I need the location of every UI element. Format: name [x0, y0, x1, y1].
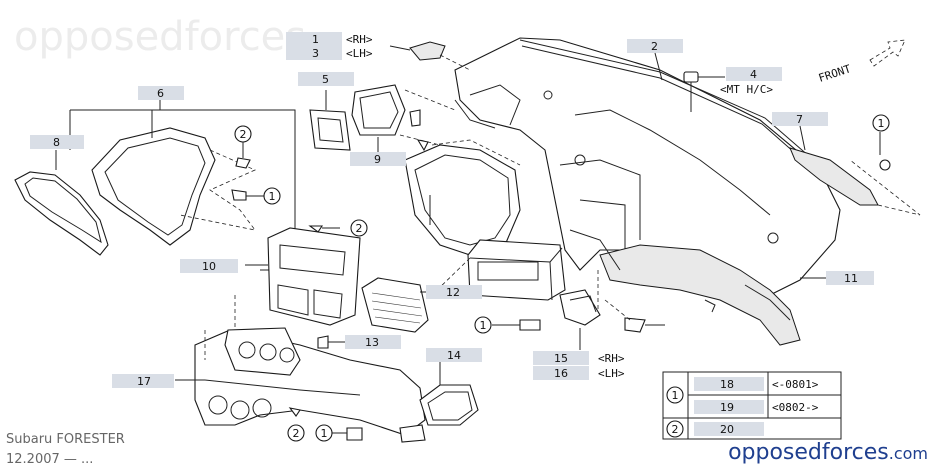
front-label: FRONT	[817, 62, 853, 85]
callout-12: 12	[446, 286, 460, 299]
vent-part-12	[361, 277, 429, 333]
ref-circle-1-lower: 1	[315, 424, 333, 442]
label-14: 14	[426, 348, 482, 362]
callout-3: 3	[312, 47, 319, 60]
callout-10: 10	[202, 260, 216, 273]
legend-range-19: <0802->	[772, 401, 819, 414]
svg-text:1: 1	[269, 190, 276, 203]
heater-control	[224, 327, 301, 376]
callout-4: 4	[750, 68, 757, 81]
legend-part-19: 19	[720, 401, 734, 414]
audio-unit	[467, 239, 566, 301]
label-6: 6	[138, 86, 184, 100]
side-vent-part-14	[419, 384, 479, 426]
legend-part-18: 18	[720, 378, 734, 391]
front-direction-indicator: FRONT	[817, 39, 906, 85]
callout-17: 17	[137, 375, 151, 388]
callout-1: 1	[312, 33, 319, 46]
brand-logo[interactable]: opposedforces.com	[728, 440, 928, 465]
ref-circle-2-meter: 2	[234, 125, 252, 143]
label-2: 2	[627, 39, 683, 53]
fastener-legend-table: 1 2 18 <-0801> 19 <0802-> 20	[662, 371, 842, 440]
label-16: 16	[533, 366, 589, 380]
meter-visor-part-6	[91, 127, 216, 246]
ref-circle-1-meter: 1	[263, 187, 281, 205]
callout-6: 6	[157, 87, 164, 100]
ref-circle-1-center: 1	[474, 316, 492, 334]
callout-13: 13	[365, 336, 379, 349]
svg-text:1: 1	[321, 427, 328, 440]
callout-11: 11	[844, 272, 858, 285]
vent-duct-part-9	[351, 84, 406, 136]
callout-16: 16	[554, 367, 568, 380]
footer-model: Subaru FORESTER	[6, 432, 125, 447]
callout-15: 15	[554, 352, 568, 365]
svg-text:1: 1	[480, 319, 487, 332]
label-7: 7	[772, 112, 828, 126]
label-11: 11	[826, 271, 874, 285]
label-5: 5	[298, 72, 354, 86]
dashboard-panel	[454, 37, 841, 346]
ref-circle-1-top-right: 1	[872, 114, 890, 132]
svg-text:2: 2	[240, 128, 247, 141]
watermark-text: opposedforces	[14, 14, 306, 60]
label-9: 9	[350, 152, 406, 166]
callout-2: 2	[651, 40, 658, 53]
label-4: 4	[726, 67, 782, 81]
brand-tld: .com	[888, 444, 928, 463]
side-cover-part	[789, 147, 879, 206]
label-12: 12	[426, 285, 482, 299]
svg-text:2: 2	[356, 222, 363, 235]
callout-9: 9	[374, 153, 381, 166]
callout-5: 5	[322, 73, 329, 86]
note-lh-3: <LH>	[346, 47, 373, 60]
legend-part-20: 20	[720, 423, 734, 436]
callout-14: 14	[447, 349, 461, 362]
brand-accent: forces	[821, 440, 889, 465]
label-13: 13	[345, 335, 401, 349]
callout-8: 8	[53, 136, 60, 149]
center-panel-part-10	[267, 227, 361, 326]
label-15: 15	[533, 351, 589, 365]
label-10: 10	[180, 259, 238, 273]
note-mt-hc-4: <MT H/C>	[720, 83, 773, 96]
brand-main: opposed	[728, 440, 822, 465]
label-1: 1	[286, 32, 342, 46]
footer-date-range: 12.2007 — ...	[6, 452, 94, 467]
legend-symbol-2: 2	[672, 423, 679, 436]
ref-circle-2-lower: 2	[287, 424, 305, 442]
clip-part	[683, 71, 725, 112]
callout-7: 7	[796, 113, 803, 126]
vent-part-5	[309, 109, 351, 151]
legend-symbol-1: 1	[672, 389, 679, 402]
legend-symbol-1-circle	[666, 386, 684, 404]
combination-meter	[404, 144, 521, 256]
legend-symbol-2-circle	[666, 420, 684, 438]
bracket-part	[409, 41, 446, 61]
svg-text:2: 2	[293, 427, 300, 440]
svg-text:1: 1	[878, 117, 885, 130]
ref-circle-2-center: 2	[350, 219, 368, 237]
note-rh-15: <RH>	[598, 352, 625, 365]
label-3: 3	[286, 46, 342, 60]
label-8: 8	[30, 135, 84, 149]
note-rh-1: <RH>	[346, 33, 373, 46]
note-lh-16: <LH>	[598, 367, 625, 380]
label-17: 17	[112, 374, 174, 388]
meter-bezel-part-8	[14, 171, 109, 256]
bracket-part-15	[559, 289, 601, 326]
legend-range-18: <-0801>	[772, 378, 819, 391]
